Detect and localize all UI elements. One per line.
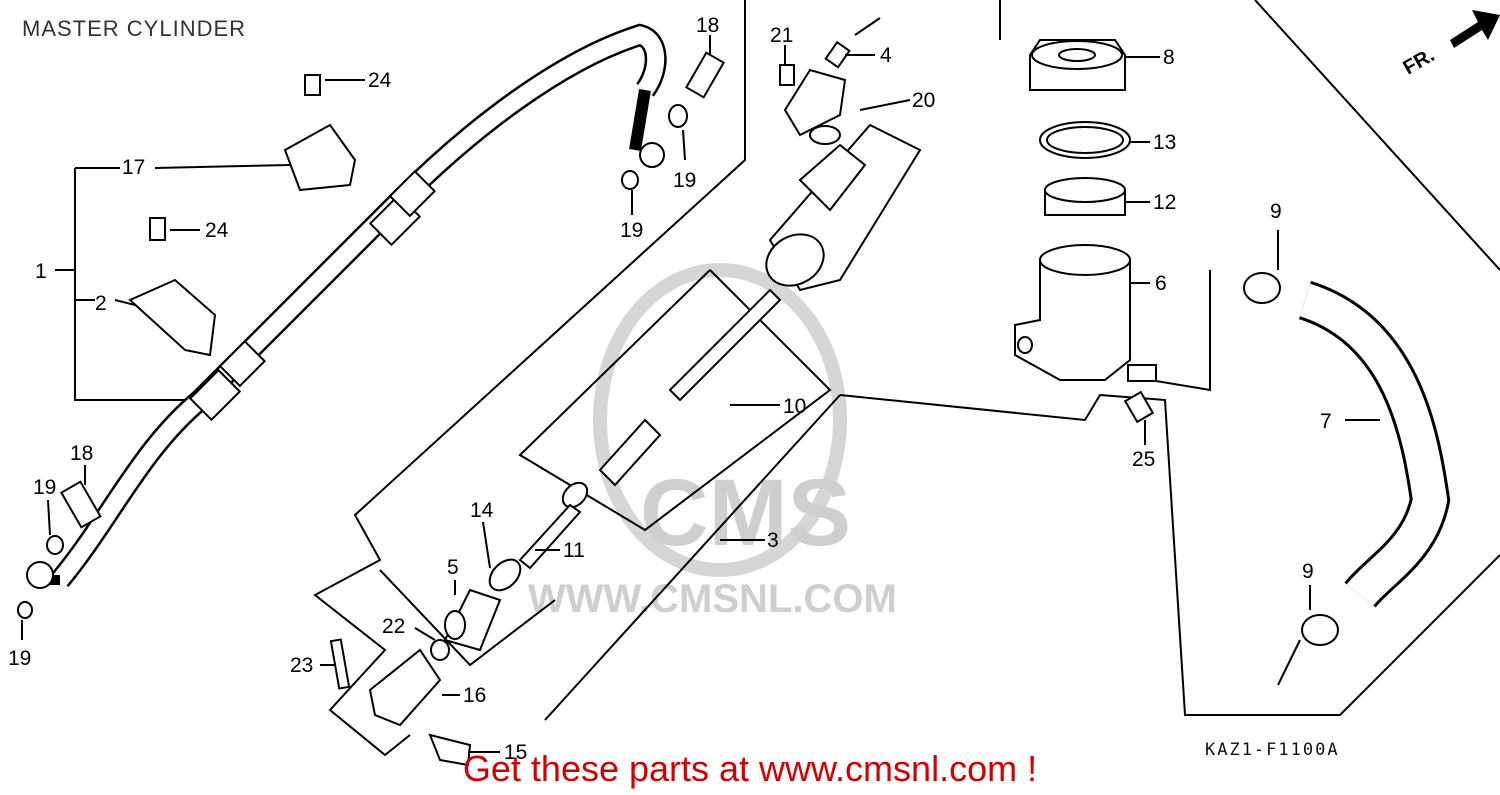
callout-1: 1 <box>35 260 47 283</box>
callout-9-top: 9 <box>1270 200 1282 223</box>
callout-14: 14 <box>470 499 494 522</box>
direction-label: FR. <box>1400 44 1439 79</box>
assembly-outlines <box>55 0 1500 757</box>
callout-5: 5 <box>447 556 459 579</box>
callout-3: 3 <box>767 529 779 552</box>
callout-2: 2 <box>95 292 107 315</box>
promo-footer[interactable]: Get these parts at www.cmsnl.com ! <box>462 748 1038 789</box>
callout-18-bottom: 18 <box>70 442 93 465</box>
callout-11: 11 <box>563 539 585 562</box>
piston-kit <box>329 288 782 767</box>
master-cylinder-body <box>765 40 922 292</box>
callout-13: 13 <box>1153 131 1176 154</box>
callout-12: 12 <box>1153 191 1176 214</box>
callout-19-lower-left: 19 <box>8 647 31 670</box>
diagram-title: MASTER CYLINDER <box>22 16 247 41</box>
brake-hose <box>26 23 667 589</box>
callout-4: 4 <box>880 44 892 67</box>
callout-24-top: 24 <box>368 69 392 92</box>
reservoir <box>1014 39 1157 424</box>
callout-22: 22 <box>382 615 405 638</box>
callout-23: 23 <box>290 654 313 677</box>
callout-25: 25 <box>1132 448 1155 471</box>
callout-19-top: 19 <box>673 169 696 192</box>
callout-6: 6 <box>1155 272 1167 295</box>
callout-19-middle: 19 <box>620 219 643 242</box>
callout-labels: 1 2 17 24 24 18 19 19 21 4 20 8 13 12 6 … <box>8 14 1332 764</box>
callout-24-middle: 24 <box>205 219 229 242</box>
callout-9-bottom: 9 <box>1302 560 1314 583</box>
callout-21: 21 <box>770 24 793 47</box>
front-direction-indicator: FR. <box>1400 10 1500 79</box>
watermark-url: WWW.CMSNL.COM <box>528 577 897 621</box>
reservoir-hose <box>1243 272 1451 686</box>
callout-20: 20 <box>912 89 935 112</box>
callout-18-top: 18 <box>696 14 719 37</box>
callout-10: 10 <box>783 395 806 418</box>
watermark: CMS WWW.CMSNL.COM <box>528 263 897 621</box>
callout-8: 8 <box>1163 46 1175 69</box>
callout-7: 7 <box>1320 410 1332 433</box>
callout-17: 17 <box>122 156 145 179</box>
callout-leaders <box>21 35 1380 753</box>
hose-clamps <box>17 51 726 619</box>
watermark-logo: CMS <box>640 460 851 566</box>
callout-19-bottom: 19 <box>33 476 56 499</box>
diagram-code: KAZ1-F1100A <box>1205 740 1340 760</box>
callout-16: 16 <box>463 684 486 707</box>
callout-15: 15 <box>504 741 527 764</box>
